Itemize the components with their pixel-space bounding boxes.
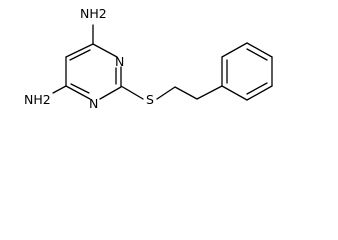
bond-c4-n3 — [92, 43, 118, 58]
atom-label-group: NH2 NH2 N N S — [24, 6, 154, 111]
bond-c4-c5 — [65, 43, 94, 58]
bond-c2-s — [120, 85, 144, 100]
molecule-structure-diagram: NH2 NH2 N N S — [24, 6, 273, 111]
bond-ph-c2-c3 — [221, 42, 248, 58]
bond-c6-n1-inner — [70, 83, 90, 94]
bond-c6-n1 — [65, 85, 91, 100]
bond-ph-c3-c4-inner — [246, 48, 268, 61]
bond-ph-c5-c6 — [246, 85, 273, 101]
bond-n1-c2 — [99, 86, 122, 100]
bond-c6-nh2 — [52, 85, 67, 94]
atom-label-n-upper: N — [115, 54, 124, 69]
bond-group — [52, 24, 273, 101]
bond-ph-c5-c6-inner — [246, 82, 268, 95]
bond-c4-c5-inner — [69, 49, 91, 61]
bond-ph-c6-c1 — [221, 85, 248, 101]
bond-ph-c3-c4 — [246, 42, 273, 58]
bond-s-ch2 — [156, 86, 176, 100]
atom-label-nh2-bottom: NH2 — [24, 92, 51, 107]
atom-label-nh2-top: NH2 — [80, 6, 107, 21]
bond-ch2-ch2 — [174, 86, 198, 100]
bond-ch2-phenyl — [196, 85, 223, 100]
atom-label-sulfur: S — [146, 92, 154, 107]
atom-label-n-lower: N — [89, 96, 98, 111]
